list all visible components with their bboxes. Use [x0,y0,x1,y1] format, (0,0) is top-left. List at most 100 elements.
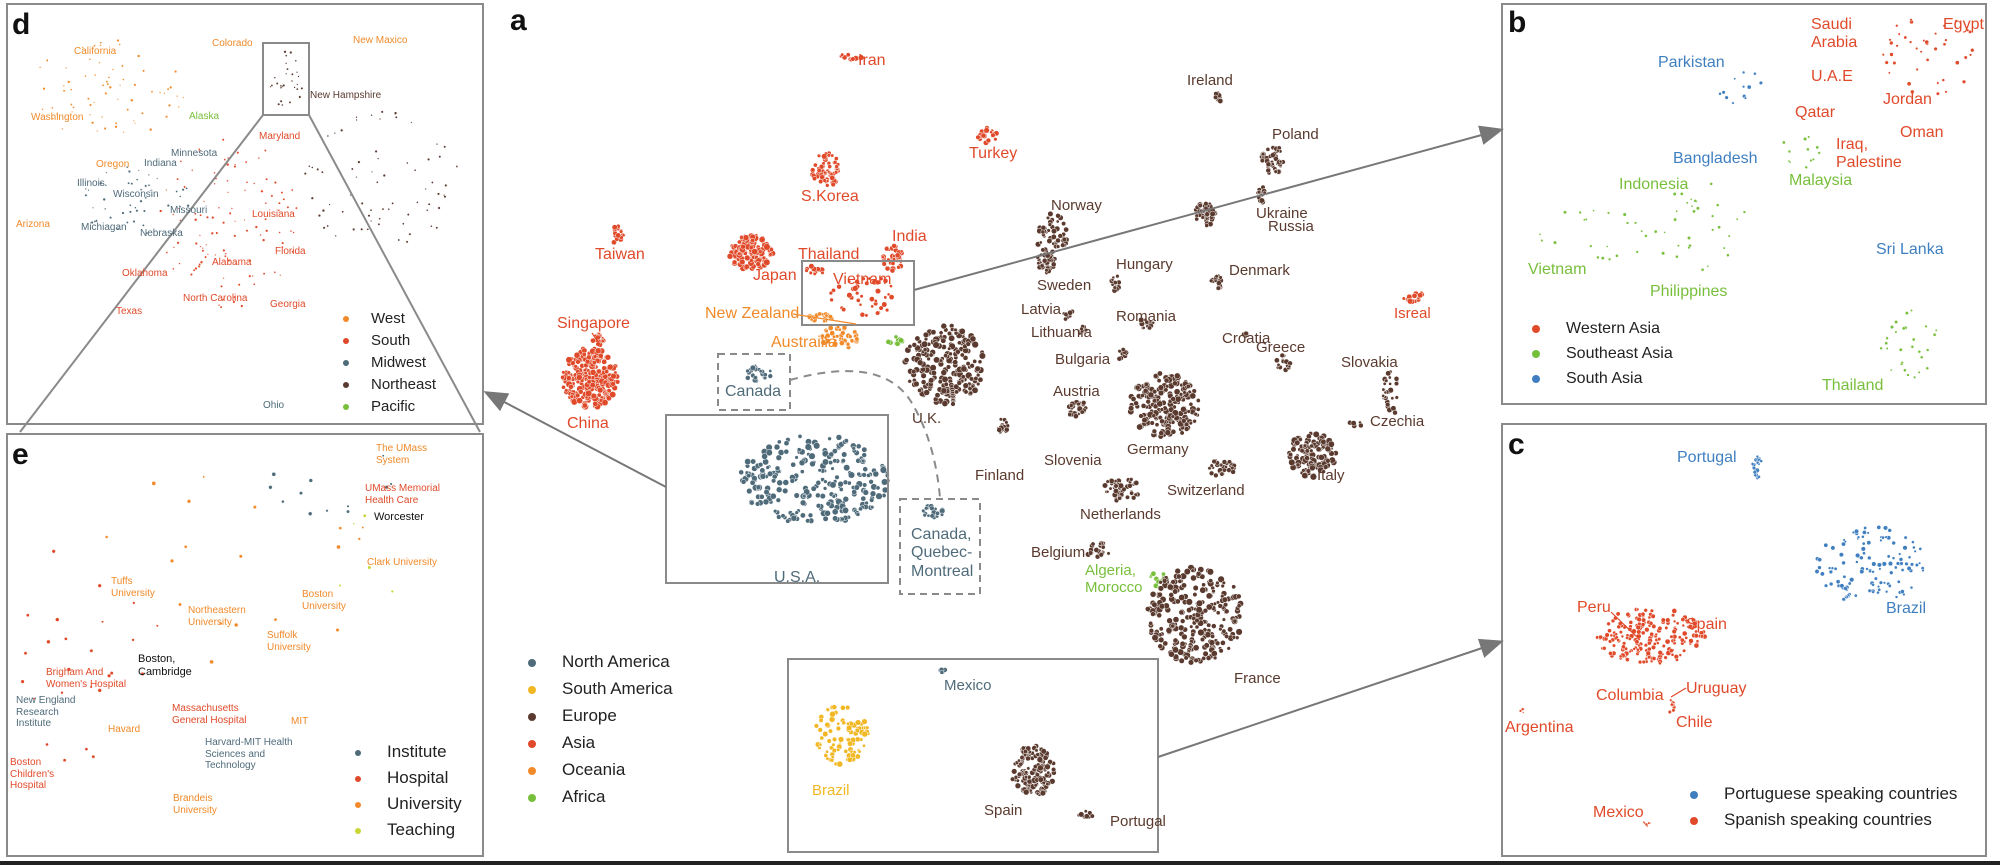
scatter-point [1871,583,1875,587]
scatter-point [822,319,826,324]
scatter-point [600,339,605,344]
scatter-point [223,158,227,161]
scatter-point [1919,355,1924,360]
cluster-label-japan: Japan [753,267,797,284]
scatter-point [378,217,381,220]
scatter-point [1231,584,1237,590]
scatter-point [221,138,225,142]
scatter-point [1909,562,1915,567]
scatter-point [1004,426,1010,433]
scatter-point [1105,479,1110,484]
scatter-point [1866,540,1872,546]
scatter-point [279,274,282,277]
scatter-point [443,195,447,199]
scatter-point [960,374,966,380]
scatter-point [731,259,738,266]
scatter-point [243,189,247,192]
scatter-point [289,229,293,233]
scatter-point [1894,320,1899,324]
scatter-point [263,149,267,152]
scatter-point [1538,232,1542,236]
scatter-point [271,472,277,477]
scatter-point [1038,240,1043,245]
scatter-point [1183,426,1190,432]
scatter-point [308,478,314,483]
scatter-point [845,705,851,711]
scatter-point [224,252,227,255]
scatter-point [393,111,398,115]
scatter-point [1688,638,1694,644]
scatter-point [1067,412,1073,418]
scatter-point [1669,634,1674,639]
panel-e-label-new-england-research-institute: New England Research Institute [16,695,76,729]
scatter-point [1166,583,1174,591]
cluster-dots-japan [726,232,776,272]
scatter-point [822,730,829,738]
scatter-point [295,87,299,91]
scatter-point [1838,552,1844,558]
scatter-point [1689,198,1693,201]
scatter-point [1151,634,1159,642]
scatter-point [765,449,773,457]
scatter-point [1815,145,1820,150]
inset-label-portugal: Portugal [1110,813,1166,830]
panel-b-southeast-asia-dots-philippines [1661,182,1747,272]
scatter-point [1717,225,1721,230]
cluster-dots-ukraine [1255,184,1268,205]
scatter-point [1898,552,1902,556]
scatter-point [745,368,750,374]
scatter-point [185,187,188,190]
scatter-point [1306,433,1312,440]
scatter-point [1149,420,1155,426]
scatter-point [911,369,917,375]
scatter-point [776,486,783,493]
scatter-point [1672,638,1677,642]
scatter-point [807,512,814,518]
scatter-point [1643,643,1648,648]
inset-label-spain: Spain [984,802,1023,819]
scatter-point [1055,237,1061,244]
cluster-dots-sweden [1035,246,1058,275]
scatter-point [836,283,842,290]
scatter-point [38,66,42,69]
scatter-point [1741,70,1746,75]
scatter-point [1199,586,1207,594]
panel-c-label-uruguay: Uruguay [1686,680,1747,697]
legend-label: South [371,332,411,349]
scatter-point [1144,319,1150,325]
scatter-point [583,371,588,376]
scatter-point [284,54,288,57]
scatter-point [1887,561,1894,567]
scatter-point [813,162,818,168]
scatter-point [873,299,878,303]
scatter-point [1941,78,1946,82]
scatter-point [1055,244,1061,249]
scatter-point [592,400,599,407]
scatter-point [752,375,758,381]
scatter-point [1830,566,1835,570]
legend-item-teaching: Teaching [355,820,455,840]
scatter-point [284,62,288,65]
scatter-point [102,197,106,202]
scatter-point [201,249,205,253]
scatter-point [175,190,178,193]
scatter-point [1675,209,1679,213]
scatter-point [1807,135,1811,139]
scatter-point [107,76,111,79]
scatter-point [1932,332,1937,337]
scatter-point [165,188,168,191]
scatter-point [405,240,409,244]
scatter-point [834,156,839,161]
scatter-point [70,103,73,106]
scatter-point [1221,617,1226,622]
scatter-point [1636,629,1642,635]
scatter-point [104,207,107,211]
scatter-point [809,460,816,468]
scatter-point [408,232,412,236]
scatter-point [1154,422,1160,428]
scatter-point [1682,648,1687,653]
scatter-point [1841,597,1846,602]
scatter-point [852,285,859,292]
scatter-point [847,471,856,479]
scatter-point [836,760,844,768]
